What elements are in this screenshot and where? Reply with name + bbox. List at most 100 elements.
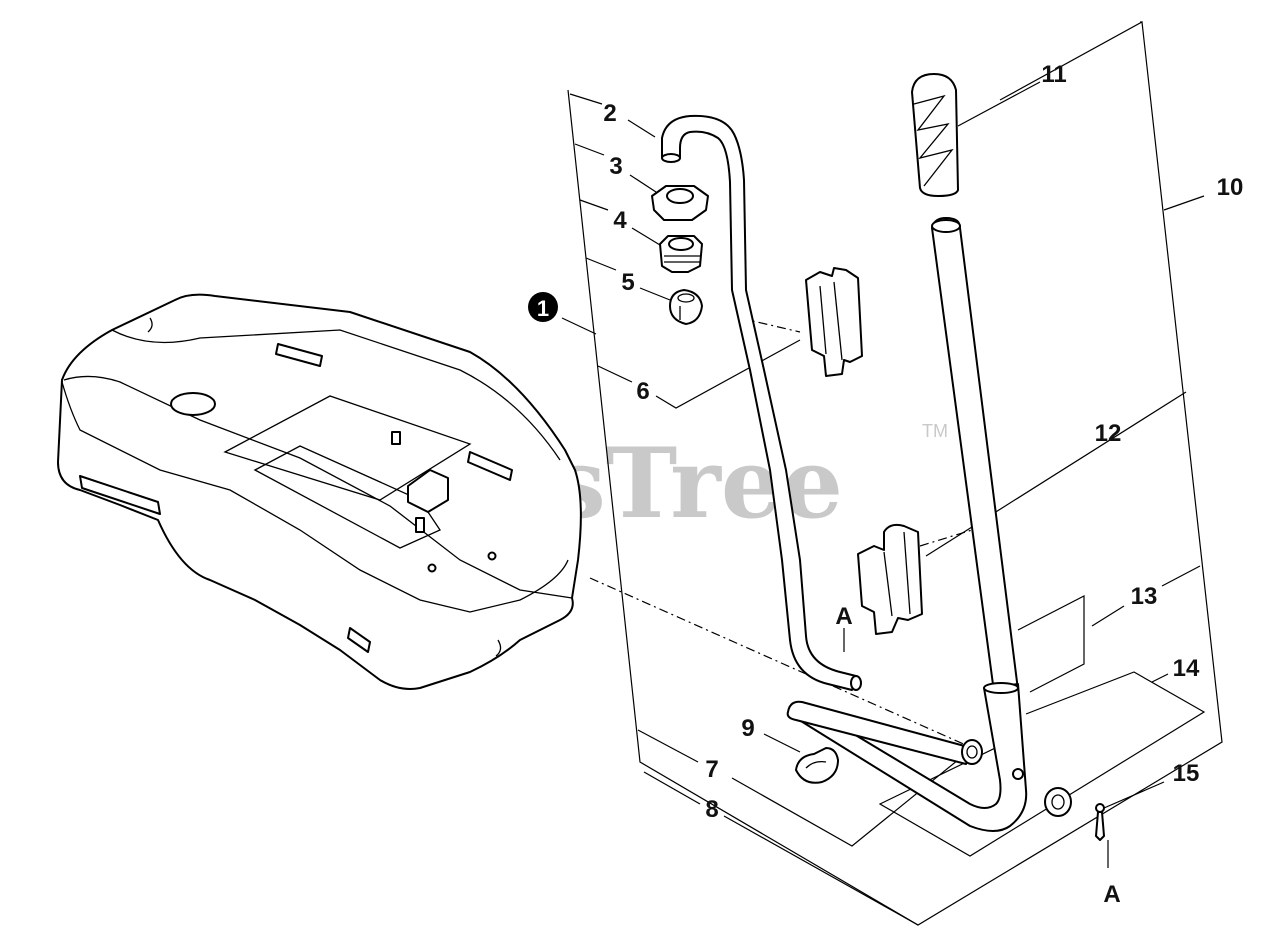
clip-6-line-2 bbox=[819, 285, 827, 355]
leader-2b bbox=[627, 119, 656, 138]
leader-7b bbox=[731, 759, 959, 847]
leader-7a bbox=[637, 729, 699, 763]
handle-hole bbox=[1012, 768, 1024, 780]
part-6-clip bbox=[805, 267, 863, 377]
cotter-pin-head bbox=[1095, 803, 1105, 813]
watermark-trademark: TM bbox=[922, 421, 948, 441]
bracket-outline bbox=[567, 21, 1223, 926]
leader-14a bbox=[878, 671, 1206, 857]
leader-4b bbox=[631, 227, 661, 246]
callout-11: 11 bbox=[1041, 61, 1066, 88]
reference-a-lower: A bbox=[1103, 881, 1120, 908]
leader-3b bbox=[629, 174, 657, 193]
leader-11 bbox=[957, 81, 1041, 127]
handle-top-end bbox=[931, 219, 961, 233]
leader-13b bbox=[1091, 605, 1125, 627]
washer-7 bbox=[961, 739, 983, 765]
clip-6-line-1 bbox=[833, 281, 843, 361]
part-15-washer bbox=[1044, 787, 1072, 817]
tube-end-lower bbox=[850, 675, 862, 691]
clip-12-line-1 bbox=[883, 551, 893, 617]
leader-3a bbox=[574, 143, 605, 156]
notch-2 bbox=[495, 639, 502, 657]
tube-end bbox=[661, 153, 681, 163]
leader-6a bbox=[597, 365, 633, 383]
washer-15 bbox=[1044, 787, 1072, 817]
callout-12: 12 bbox=[1095, 420, 1122, 447]
clip-12-line-2 bbox=[903, 531, 911, 615]
assembly-bracket bbox=[567, 21, 1223, 926]
notch-1 bbox=[147, 317, 153, 333]
slot-left bbox=[275, 343, 323, 367]
cotter-pin-shaft bbox=[1095, 811, 1105, 841]
fill-opening bbox=[170, 392, 216, 416]
callout-2: 2 bbox=[603, 100, 616, 127]
callout-7: 7 bbox=[705, 756, 718, 783]
callout-13: 13 bbox=[1131, 583, 1158, 610]
handle-upper bbox=[931, 217, 1019, 693]
cotter-pin bbox=[1095, 803, 1105, 841]
part-7-crossbar bbox=[786, 700, 983, 765]
tank-body bbox=[57, 293, 582, 690]
callout-9: 9 bbox=[741, 715, 754, 742]
leader-5b bbox=[639, 287, 671, 301]
leader-lines bbox=[561, 21, 1206, 926]
leader-15 bbox=[1103, 781, 1165, 809]
tank-floor-step bbox=[253, 445, 441, 549]
bolt-hole-1 bbox=[427, 563, 437, 573]
foot-right bbox=[347, 627, 371, 653]
part-9-clip bbox=[795, 747, 839, 784]
leader-8b bbox=[723, 815, 919, 926]
leader-9 bbox=[763, 733, 801, 753]
part-12-clip bbox=[857, 523, 923, 635]
tank-tray bbox=[57, 293, 582, 690]
clip-6-body bbox=[805, 267, 863, 377]
part-5-grommet bbox=[669, 289, 703, 325]
callout-3: 3 bbox=[609, 153, 622, 180]
bolt-hole-2 bbox=[487, 551, 497, 561]
leader-12 bbox=[925, 391, 1187, 557]
grommet-hole bbox=[677, 293, 695, 303]
leader-13a bbox=[1017, 595, 1085, 693]
tank-rim-edge bbox=[63, 375, 573, 599]
slot-right bbox=[467, 451, 513, 481]
clip-12-body bbox=[857, 523, 923, 635]
tab-1 bbox=[391, 431, 401, 445]
washer-7-hole bbox=[966, 745, 978, 759]
handle-collar bbox=[983, 682, 1019, 694]
callout-labels: 1 2 3 4 5 6 7 8 9 10 11 12 13 14 15 A A bbox=[528, 61, 1243, 908]
centerline-tank bbox=[589, 577, 969, 747]
tube-body bbox=[661, 114, 857, 691]
tab-2 bbox=[415, 517, 425, 533]
leader-13c bbox=[1161, 565, 1201, 587]
leader-5a bbox=[585, 257, 617, 271]
callout-15: 15 bbox=[1173, 760, 1200, 787]
leader-2a bbox=[569, 93, 603, 105]
leader-1 bbox=[561, 317, 597, 335]
washer-15-hole bbox=[1051, 794, 1065, 810]
centerline-clip-12 bbox=[919, 529, 973, 547]
part-2-suction-tube bbox=[661, 114, 862, 691]
tank-inner-rim bbox=[111, 329, 561, 461]
leader-6b bbox=[655, 339, 801, 409]
callout-4: 4 bbox=[613, 207, 627, 234]
centerline-clip-6 bbox=[739, 317, 801, 333]
pickup-fitting bbox=[407, 469, 449, 513]
leader-4a bbox=[579, 199, 609, 211]
leader-14b bbox=[1151, 673, 1169, 683]
part-11-grip bbox=[911, 73, 959, 197]
leader-8a bbox=[643, 771, 701, 805]
tank-floor-recess bbox=[223, 395, 472, 501]
callout-8: 8 bbox=[705, 796, 718, 823]
clip-9-inner bbox=[805, 760, 827, 769]
grip-ridges bbox=[913, 94, 954, 187]
callout-1-badge bbox=[528, 292, 558, 322]
callout-14: 14 bbox=[1173, 655, 1200, 682]
fitting-top bbox=[668, 237, 694, 251]
reference-a-upper: A bbox=[835, 603, 852, 630]
foot-left bbox=[79, 475, 161, 515]
callout-1: 1 bbox=[537, 296, 549, 321]
part-10-handle-tube bbox=[795, 217, 1028, 832]
tank-lower-edge bbox=[61, 381, 569, 613]
